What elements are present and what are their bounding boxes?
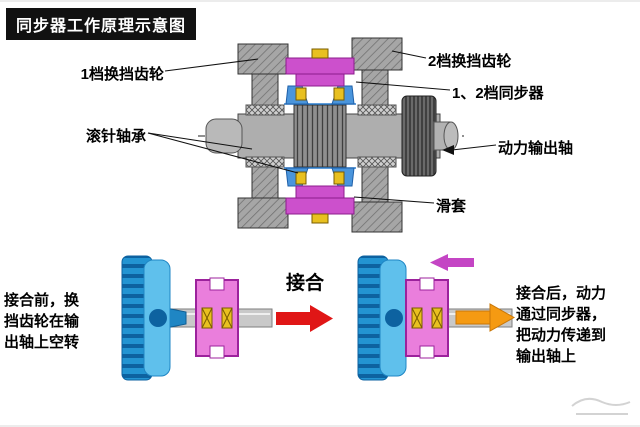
- callout-lines: [147, 50, 497, 204]
- label-output-shaft: 动力输出轴: [498, 140, 574, 157]
- gear2-section: [351, 37, 403, 233]
- label-sliding-sleeve: 滑套: [436, 198, 467, 215]
- label-gear2: 2档换挡齿轮: [428, 53, 512, 70]
- after-text: 接合后，动力通过同步器，把动力传递到输出轴上: [516, 285, 607, 365]
- shaft-left-stub: [205, 118, 243, 154]
- label-synchronizer: 1、2档同步器: [452, 85, 544, 102]
- blue-gear-after: [357, 255, 407, 381]
- needle-bearings: [245, 104, 397, 168]
- splined-hub: [293, 104, 347, 168]
- engage-label: 接合: [286, 273, 325, 294]
- label-gear1: 1档换挡齿轮: [80, 66, 164, 83]
- gear1-section: [237, 43, 289, 229]
- shift-arrow: [430, 254, 474, 271]
- engage-arrow: [276, 305, 333, 332]
- synchronizer-after: [405, 277, 449, 359]
- shaft-tail-cap: [443, 121, 459, 151]
- diagram-after: [357, 254, 516, 381]
- blue-gear-before: [121, 255, 171, 381]
- detent-blocks: [295, 87, 345, 185]
- before-text: 接合前，换挡齿轮在输出轴上空转: [4, 292, 80, 351]
- diagram-before: [121, 255, 273, 381]
- synchronizer-before: [195, 277, 239, 359]
- main-cross-section: [198, 37, 464, 233]
- watermark: [571, 397, 631, 415]
- sliding-sleeve-top: [285, 48, 355, 87]
- sliding-sleeve-bottom: [285, 185, 355, 224]
- power-flow-arrow: [455, 303, 516, 332]
- label-needle-bearing: 滚针轴承: [85, 128, 146, 145]
- page-title: 同步器工作原理示意图: [6, 8, 197, 40]
- output-spline-coupling: [401, 95, 437, 177]
